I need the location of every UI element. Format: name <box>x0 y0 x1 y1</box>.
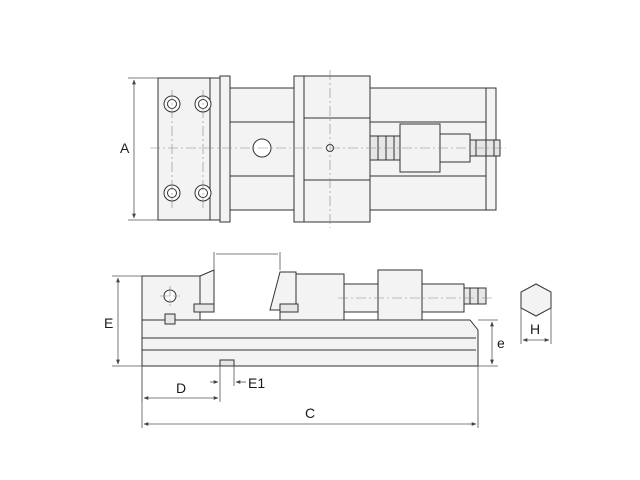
dimension-h-label: H <box>530 321 540 337</box>
dimension-a-label: A <box>120 140 130 156</box>
side-view-hex-end <box>463 287 487 305</box>
hex-detail: H <box>520 283 552 344</box>
dimension-e-label: E <box>104 315 113 331</box>
dimension-c-label: C <box>305 405 315 421</box>
dimension-e1-label: E1 <box>248 375 265 391</box>
top-view: A <box>120 70 506 228</box>
side-view: E e D E1 C <box>104 252 505 428</box>
side-view-slot <box>219 359 235 367</box>
hex-nut-icon <box>520 283 552 317</box>
side-view-rear-block <box>377 269 423 321</box>
dimension-d-label: D <box>176 380 186 396</box>
dimension-e-small-label: e <box>497 335 505 351</box>
side-view-base <box>141 319 479 367</box>
